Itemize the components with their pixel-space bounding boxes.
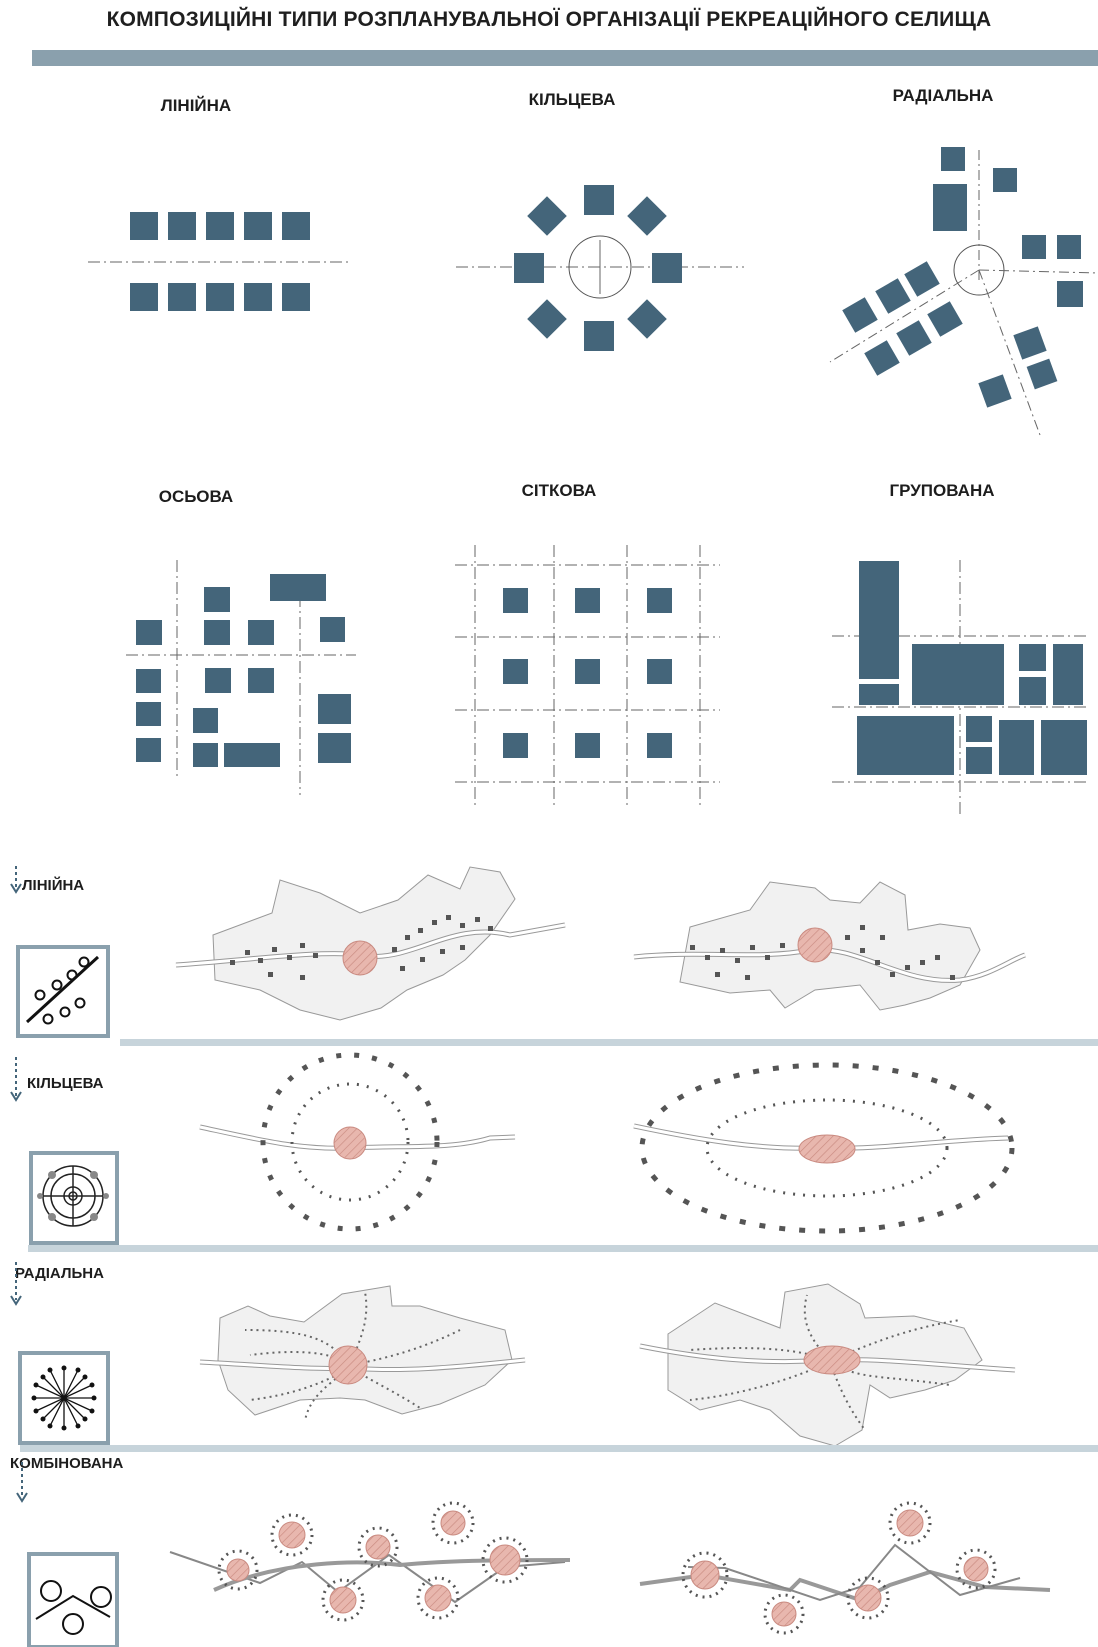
label-grouped: ГРУПОВАНА (889, 481, 995, 500)
composition-radial (829, 147, 1098, 436)
label-linear: ЛІНІЙНА (160, 96, 232, 115)
scheme-combined-row (16, 1462, 1051, 1647)
scheme-label-combined: КОМБІНОВАНА (10, 1455, 124, 1472)
scheme-linear-row (10, 866, 1098, 1046)
scheme-radial-row (10, 1262, 1098, 1452)
label-grid: СІТКОВА (521, 481, 597, 500)
page-title: КОМПОЗИЦІЙНІ ТИПИ РОЗПЛАНУВАЛЬНОЇ ОРГАНІ… (106, 8, 992, 31)
composition-linear (88, 212, 352, 311)
title-bar (32, 50, 1098, 66)
label-radial: РАДІАЛЬНА (892, 86, 994, 105)
composition-grouped (832, 560, 1090, 815)
scheme-label-ring: КІЛЬЦЕВА (27, 1075, 104, 1092)
composition-grid (455, 545, 720, 805)
down-arrow (10, 866, 22, 894)
scheme-label-radial: РАДІАЛЬНА (15, 1265, 104, 1282)
label-axial: ОСЬОВА (158, 487, 234, 506)
scheme-ring-row (10, 1052, 1098, 1252)
scheme-label-linear: ЛІНІЙНА (22, 877, 85, 894)
composition-axial (126, 560, 356, 795)
label-ring: КІЛЬЦЕВА (528, 90, 616, 109)
combined-symbol-icon (27, 1552, 119, 1647)
composition-ring (456, 185, 744, 351)
